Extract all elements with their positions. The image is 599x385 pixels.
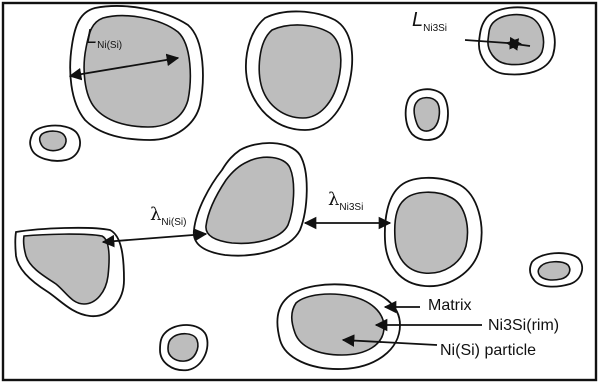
particle-small-bottom [160,325,207,370]
particle-small-left [30,126,80,161]
ni-si-core [395,192,468,273]
ni-si-core [206,157,294,243]
legend-matrix: Matrix [428,297,472,314]
legend-rim: Ni3Si(rim) [488,317,559,334]
ni-si-core [40,131,66,151]
particle-right-center [385,178,482,286]
ni-si-core [292,294,384,355]
particle-small-mid-right [406,89,448,140]
particle-top-center [246,11,352,130]
ni-si-core [488,15,544,65]
particle-small-right [530,253,582,287]
particle-bottom-center [277,284,400,369]
label-lambda-ni3si: λNi3Si [328,189,363,213]
label-lambda-ni-si: λNi(Si) [150,204,186,228]
particle-top-right [479,7,555,74]
legend-particle: Ni(Si) particle [440,342,536,359]
label-l-ni3si: LNi3Si [412,9,447,34]
particle-center [194,143,307,256]
ni-si-core [538,262,570,280]
ni-si-core [414,98,439,131]
ni-si-core [259,25,341,118]
ni-si-core [24,234,110,304]
ni-si-core [168,334,198,361]
